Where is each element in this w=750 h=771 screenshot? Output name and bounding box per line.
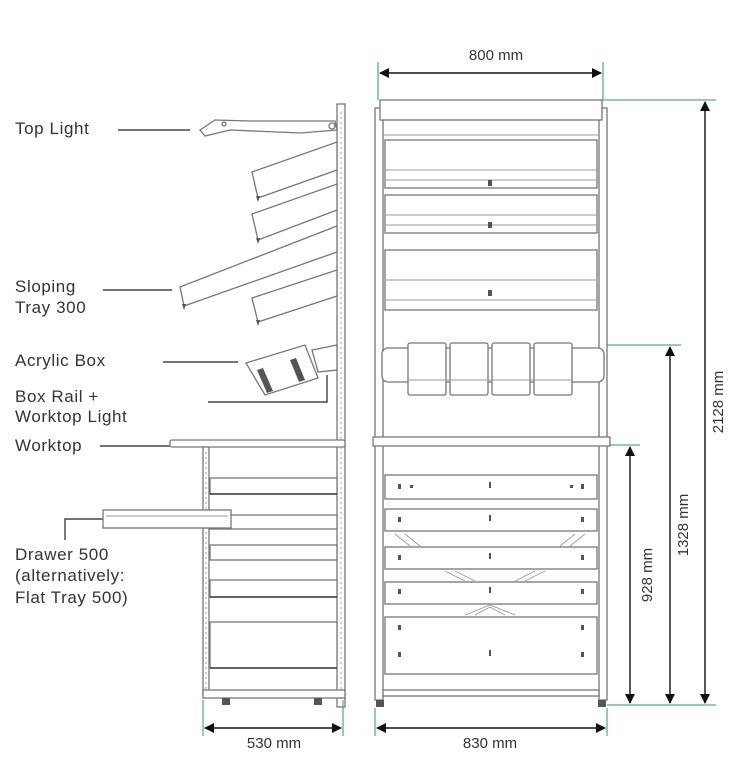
front-acrylic-boxes — [407, 342, 573, 396]
dim-label-928: 928 mm — [639, 548, 656, 602]
front-drawers — [384, 474, 598, 675]
extended-drawer — [102, 509, 232, 529]
front-left-post — [374, 107, 384, 701]
callout-labels: Top Light Sloping Tray 300 Acrylic Box B… — [15, 119, 128, 607]
side-feet — [222, 698, 322, 705]
dim-label-830: 830 mm — [463, 735, 517, 752]
label-box-rail-line1: Box Rail + — [15, 387, 99, 406]
acrylic-box-side — [245, 344, 338, 396]
label-sloping-tray-line2: Tray 300 — [15, 298, 86, 317]
label-drawer-line3: Flat Tray 500) — [15, 588, 128, 607]
side-drawers — [209, 477, 338, 669]
side-worktop — [169, 439, 346, 448]
label-box-rail-line2: Worktop Light — [15, 407, 127, 426]
label-top-light: Top Light — [15, 119, 89, 138]
front-view — [372, 99, 611, 707]
label-acrylic-box: Acrylic Box — [15, 351, 106, 370]
front-top-light — [379, 99, 603, 121]
dimension-lines: 800 mm 530 mm 830 mm 2128 mm 1328 mm 928… — [202, 47, 727, 752]
label-drawer-line2: (alternatively: — [15, 566, 125, 585]
dim-label-800: 800 mm — [469, 47, 523, 64]
front-worktop — [372, 436, 611, 447]
dim-label-1328: 1328 mm — [675, 494, 692, 557]
leader-drawer — [64, 518, 103, 540]
dim-label-2128: 2128 mm — [710, 371, 727, 434]
front-right-post — [598, 107, 608, 701]
side-upright-rail — [336, 103, 346, 708]
sloping-trays — [179, 141, 338, 326]
leader-box-rail — [208, 375, 328, 403]
front-sloping-trays — [384, 139, 598, 311]
front-feet — [376, 700, 606, 707]
dim-label-530: 530 mm — [247, 735, 301, 752]
side-view — [102, 103, 346, 708]
label-sloping-tray-line1: Sloping — [15, 277, 76, 296]
leader-lines — [64, 129, 328, 540]
label-worktop: Worktop — [15, 436, 82, 455]
top-light-arm — [199, 119, 338, 137]
label-drawer-line1: Drawer 500 — [15, 545, 109, 564]
